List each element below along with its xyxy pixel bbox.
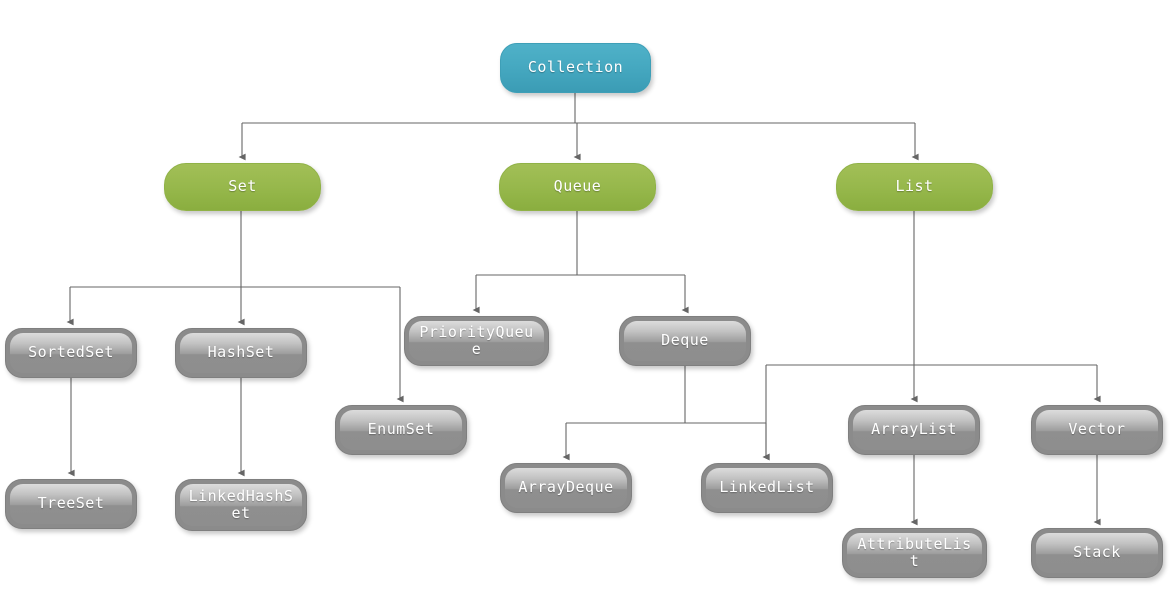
node-treeset[interactable]: TreeSet bbox=[5, 479, 137, 529]
node-label-linkedhashset: LinkedHashSet bbox=[188, 486, 294, 522]
node-priorityqueue[interactable]: PriorityQueue bbox=[404, 316, 549, 366]
node-label-collection: Collection bbox=[527, 58, 624, 77]
node-face-sortedset: SortedSet bbox=[10, 333, 132, 373]
node-set[interactable]: Set bbox=[164, 163, 321, 211]
node-label-attributelist: AttributeList bbox=[857, 534, 972, 570]
node-label-deque: Deque bbox=[661, 331, 709, 350]
node-attributelist[interactable]: AttributeList bbox=[842, 528, 987, 578]
node-linkedlist[interactable]: LinkedList bbox=[701, 463, 833, 513]
node-sortedset[interactable]: SortedSet bbox=[5, 328, 137, 378]
node-face-linkedhashset: LinkedHashSet bbox=[180, 484, 302, 526]
node-linkedhashset[interactable]: LinkedHashSet bbox=[175, 479, 307, 531]
node-label-priorityqueue: PriorityQueue bbox=[419, 322, 534, 358]
node-face-attributelist: AttributeList bbox=[847, 533, 982, 573]
node-label-vector: Vector bbox=[1068, 420, 1126, 439]
node-hashset[interactable]: HashSet bbox=[175, 328, 307, 378]
node-face-hashset: HashSet bbox=[180, 333, 302, 373]
node-label-linkedlist: LinkedList bbox=[719, 478, 815, 497]
node-stack[interactable]: Stack bbox=[1031, 528, 1163, 578]
node-arraylist[interactable]: ArrayList bbox=[848, 405, 980, 455]
node-label-arraylist: ArrayList bbox=[871, 420, 957, 439]
node-enumset[interactable]: EnumSet bbox=[335, 405, 467, 455]
node-face-enumset: EnumSet bbox=[340, 410, 462, 450]
node-label-list: List bbox=[895, 177, 934, 196]
node-arraydeque[interactable]: ArrayDeque bbox=[500, 463, 632, 513]
node-label-sortedset: SortedSet bbox=[28, 343, 114, 362]
node-label-arraydeque: ArrayDeque bbox=[518, 478, 614, 497]
node-face-treeset: TreeSet bbox=[10, 484, 132, 524]
node-face-stack: Stack bbox=[1036, 533, 1158, 573]
node-label-stack: Stack bbox=[1073, 543, 1121, 562]
node-label-hashset: HashSet bbox=[207, 343, 275, 362]
node-face-linkedlist: LinkedList bbox=[706, 468, 828, 508]
node-label-set: Set bbox=[228, 177, 257, 196]
node-face-priorityqueue: PriorityQueue bbox=[409, 321, 544, 361]
node-queue[interactable]: Queue bbox=[499, 163, 656, 211]
node-label-enumset: EnumSet bbox=[367, 420, 435, 439]
node-face-arraylist: ArrayList bbox=[853, 410, 975, 450]
node-label-queue: Queue bbox=[553, 177, 602, 196]
node-face-deque: Deque bbox=[624, 321, 746, 361]
node-collection[interactable]: Collection bbox=[500, 43, 651, 93]
node-label-treeset: TreeSet bbox=[37, 494, 105, 513]
node-deque[interactable]: Deque bbox=[619, 316, 751, 366]
node-list[interactable]: List bbox=[836, 163, 993, 211]
node-vector[interactable]: Vector bbox=[1031, 405, 1163, 455]
node-face-arraydeque: ArrayDeque bbox=[505, 468, 627, 508]
node-face-vector: Vector bbox=[1036, 410, 1158, 450]
